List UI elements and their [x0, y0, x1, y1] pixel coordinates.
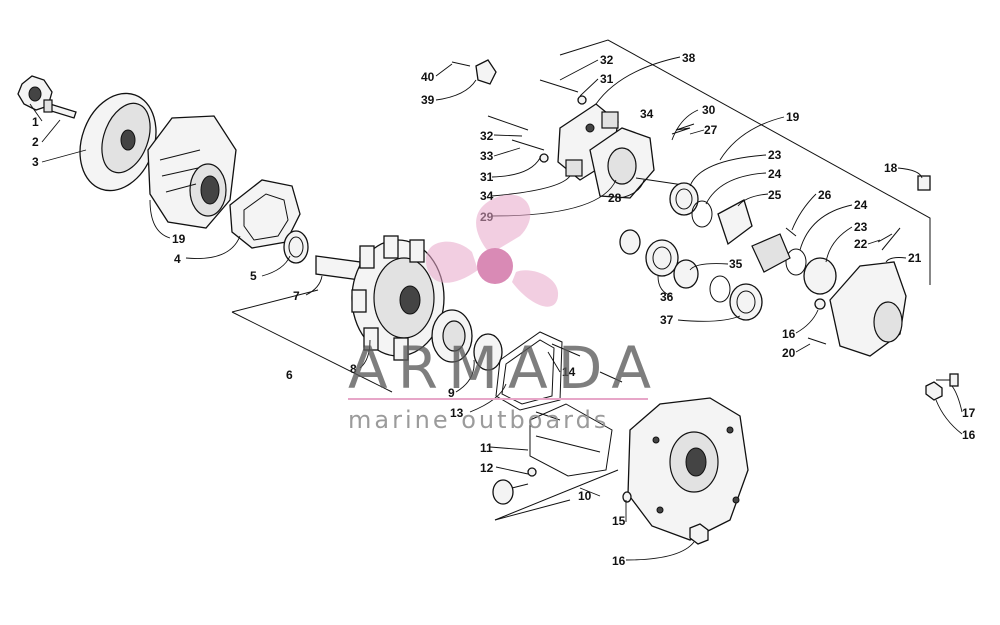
watermark-brand: ARMADA: [348, 334, 661, 402]
part-10-bracket: [529, 403, 613, 477]
callout-37: 37: [660, 313, 674, 327]
watermark-divider: [348, 398, 648, 400]
part-34-spacers: [565, 111, 619, 177]
callout-25: 25: [768, 188, 782, 202]
part-3-pulley: [79, 92, 157, 192]
callout-19-left: 19: [172, 232, 186, 246]
propeller-logo: [425, 194, 559, 307]
callout-21: 21: [908, 251, 922, 265]
part-19-left-housing: [147, 115, 237, 229]
callout-18: 18: [884, 161, 898, 175]
callout-38: 38: [682, 51, 696, 65]
part-16-bottom-nut: [689, 523, 709, 545]
part-27-spring: [671, 123, 695, 135]
part-36-bearing: [619, 229, 679, 277]
callout-16-right: 16: [782, 327, 796, 341]
callout-39: 39: [421, 93, 435, 107]
part-18-cap: [917, 175, 931, 191]
callout-9: 9: [448, 386, 455, 400]
callout-5: 5: [250, 269, 257, 283]
callout-31-top: 31: [600, 72, 614, 86]
callout-8: 8: [350, 362, 357, 376]
part-40-screw: [451, 61, 471, 67]
callout-34-low: 34: [480, 189, 494, 203]
part-4-gasket: [229, 179, 301, 249]
part-30-bearing: [669, 182, 699, 216]
part-12-knob: [492, 479, 529, 505]
callout-10: 10: [578, 489, 592, 503]
watermark: ARMADA marine outboards: [348, 194, 661, 434]
callout-34-top: 34: [640, 107, 654, 121]
callout-36: 36: [660, 290, 674, 304]
part-9-bearing: [431, 309, 503, 371]
callout-26: 26: [818, 188, 832, 202]
callout-19-right: 19: [786, 110, 800, 124]
part-32-31-bolts: [487, 79, 587, 163]
part-22-screw: [877, 233, 893, 243]
callout-33: 33: [480, 149, 494, 163]
callout-7: 7: [293, 289, 300, 303]
logo-hub: [477, 248, 513, 284]
logo-blade-right: [512, 270, 559, 307]
part-23-24-rings: [691, 200, 837, 295]
callout-15: 15: [612, 514, 626, 528]
callout-6: 6: [286, 368, 293, 382]
callout-23-top: 23: [768, 148, 782, 162]
callout-27: 27: [704, 123, 718, 137]
part-29-upper-housing: [589, 127, 655, 199]
logo-blade-top: [476, 194, 531, 254]
callout-16-bottom: 16: [612, 554, 626, 568]
part-8-sprocket: [351, 235, 445, 361]
part-15-washer: [622, 491, 632, 503]
callout-3: 3: [32, 155, 39, 169]
part-17-bolt: [936, 373, 959, 387]
leader-lines: [29, 56, 963, 561]
callout-24-top: 24: [768, 167, 782, 181]
callout-20: 20: [782, 346, 796, 360]
part-39-fitting: [475, 59, 497, 85]
callout-11: 11: [480, 441, 493, 455]
part-2-bolt: [43, 99, 77, 119]
callout-17: 17: [962, 406, 976, 420]
part-16-20-fasteners: [807, 298, 827, 345]
callout-30: 30: [702, 103, 716, 117]
part-26-clip: [785, 227, 797, 237]
logo-blade-left: [425, 241, 478, 283]
callout-16-far-right: 16: [962, 428, 976, 442]
part-21-right-housing: [829, 227, 907, 357]
part-16-nut-right: [925, 381, 943, 401]
callout-31-mid: 31: [480, 170, 494, 184]
callout-32-mid: 32: [480, 129, 494, 143]
group-bracket-6: [231, 289, 393, 393]
chaincase-housing: [627, 397, 749, 541]
part-5-seal: [283, 230, 309, 264]
part-35-37-seals: [673, 259, 763, 321]
callout-32-top: 32: [600, 53, 614, 67]
watermark-tagline: marine outboards: [348, 406, 609, 434]
callout-numbers: 1 2 3 19 4 5 6 7 8 9 13 14 11 12 10 15 1…: [32, 51, 976, 568]
callout-1: 1: [32, 115, 39, 129]
callout-2: 2: [32, 135, 39, 149]
part-11-washer: [527, 467, 537, 477]
group-bracket-19-right: [559, 39, 931, 285]
callout-23-right: 23: [854, 220, 868, 234]
group-bracket-10: [494, 469, 619, 521]
callout-22: 22: [854, 237, 868, 251]
callout-24-right: 24: [854, 198, 868, 212]
callout-28: 28: [608, 191, 622, 205]
part-25-brake-pad: [717, 199, 791, 273]
callout-4: 4: [174, 252, 181, 266]
callout-12: 12: [480, 461, 494, 475]
callout-40: 40: [421, 70, 435, 84]
callout-13: 13: [450, 406, 464, 420]
callout-14: 14: [562, 365, 576, 379]
callout-35: 35: [729, 257, 743, 271]
